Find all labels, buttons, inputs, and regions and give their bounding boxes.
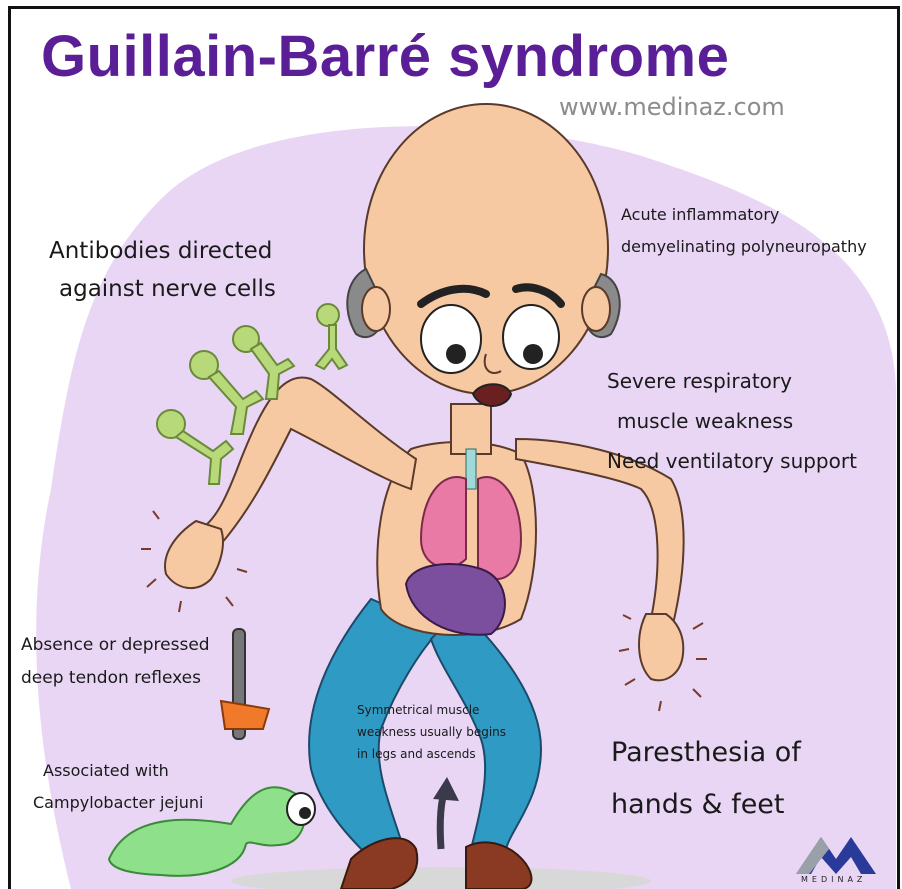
right-hand bbox=[639, 614, 683, 680]
label-line: Acute inflammatory bbox=[621, 199, 867, 231]
label-line: Associated with bbox=[33, 755, 203, 787]
label-aidp: Acute inflammatory demyelinating polyneu… bbox=[621, 199, 867, 263]
head bbox=[364, 104, 608, 394]
label-reflexes: Absence or depressed deep tendon reflexe… bbox=[21, 629, 210, 695]
ear-right bbox=[582, 287, 610, 331]
website-url: www.medinaz.com bbox=[559, 93, 785, 121]
logo-wordmark: MEDINAZ bbox=[801, 875, 866, 884]
label-line: hands & feet bbox=[611, 779, 801, 831]
label-line: demyelinating polyneuropathy bbox=[621, 231, 867, 263]
neck bbox=[451, 404, 491, 454]
label-symmetrical: Symmetrical muscle weakness usually begi… bbox=[357, 699, 506, 765]
pupil-right bbox=[523, 344, 543, 364]
page-title: Guillain-Barré syndrome bbox=[41, 23, 871, 90]
label-line: Symmetrical muscle bbox=[357, 699, 506, 721]
label-line: Campylobacter jejuni bbox=[33, 787, 203, 819]
trachea bbox=[466, 449, 476, 489]
ear-left bbox=[362, 287, 390, 331]
pupil-left bbox=[446, 344, 466, 364]
label-line: Antibodies directed bbox=[49, 232, 276, 270]
label-line: Need ventilatory support bbox=[607, 441, 857, 481]
label-line: muscle weakness bbox=[607, 401, 857, 441]
label-line: deep tendon reflexes bbox=[21, 662, 210, 695]
eye-left bbox=[421, 305, 481, 373]
label-line: Absence or depressed bbox=[21, 629, 210, 662]
infographic-frame: Guillain-Barré syndrome www.medinaz.com … bbox=[8, 6, 900, 889]
label-line: weakness usually begins bbox=[357, 721, 506, 743]
label-line: Severe respiratory bbox=[607, 361, 857, 401]
label-campylobacter: Associated with Campylobacter jejuni bbox=[33, 755, 203, 819]
label-paresthesia: Paresthesia of hands & feet bbox=[611, 727, 801, 831]
label-respiratory: Severe respiratory muscle weakness Need … bbox=[607, 361, 857, 481]
label-line: against nerve cells bbox=[49, 270, 276, 308]
label-line: in legs and ascends bbox=[357, 743, 506, 765]
label-line: Paresthesia of bbox=[611, 727, 801, 779]
label-antibodies: Antibodies directed against nerve cells bbox=[49, 232, 276, 308]
medinaz-logo bbox=[791, 829, 881, 879]
